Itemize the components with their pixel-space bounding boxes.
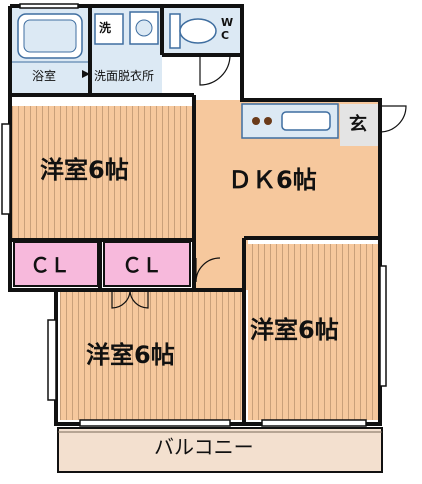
wash-basin	[129, 11, 159, 45]
wash-icon-label: 洗	[99, 21, 112, 35]
dk-floor	[194, 100, 378, 290]
washer-space	[94, 13, 124, 45]
closet-1-label: ＣＬ	[30, 253, 70, 277]
western-room-2-floor	[60, 290, 242, 420]
wc-label: W C	[221, 16, 234, 42]
closet-2-label: ＣＬ	[122, 253, 162, 277]
balcony-label: バルコニー	[154, 435, 254, 459]
balcony-area	[57, 427, 383, 473]
western-room-3-floor	[248, 244, 378, 420]
western-room-2-label: 洋室6帖	[86, 341, 175, 369]
entrance-area	[340, 104, 378, 146]
washroom-label: 洗面脱衣所	[94, 69, 155, 83]
bath-label: 浴室	[32, 69, 57, 83]
dk-label: ＤＫ6帖	[228, 166, 317, 194]
closet-2	[103, 241, 191, 287]
western-room-3-label: 洋室6帖	[250, 316, 339, 344]
closet-1	[13, 241, 99, 287]
walls	[8, 4, 382, 426]
entrance-label: 玄	[349, 114, 367, 135]
western-room-1-label: 洋室6帖	[40, 156, 129, 184]
toilet-fixture	[169, 13, 217, 49]
western-room-1-floor	[12, 106, 194, 238]
